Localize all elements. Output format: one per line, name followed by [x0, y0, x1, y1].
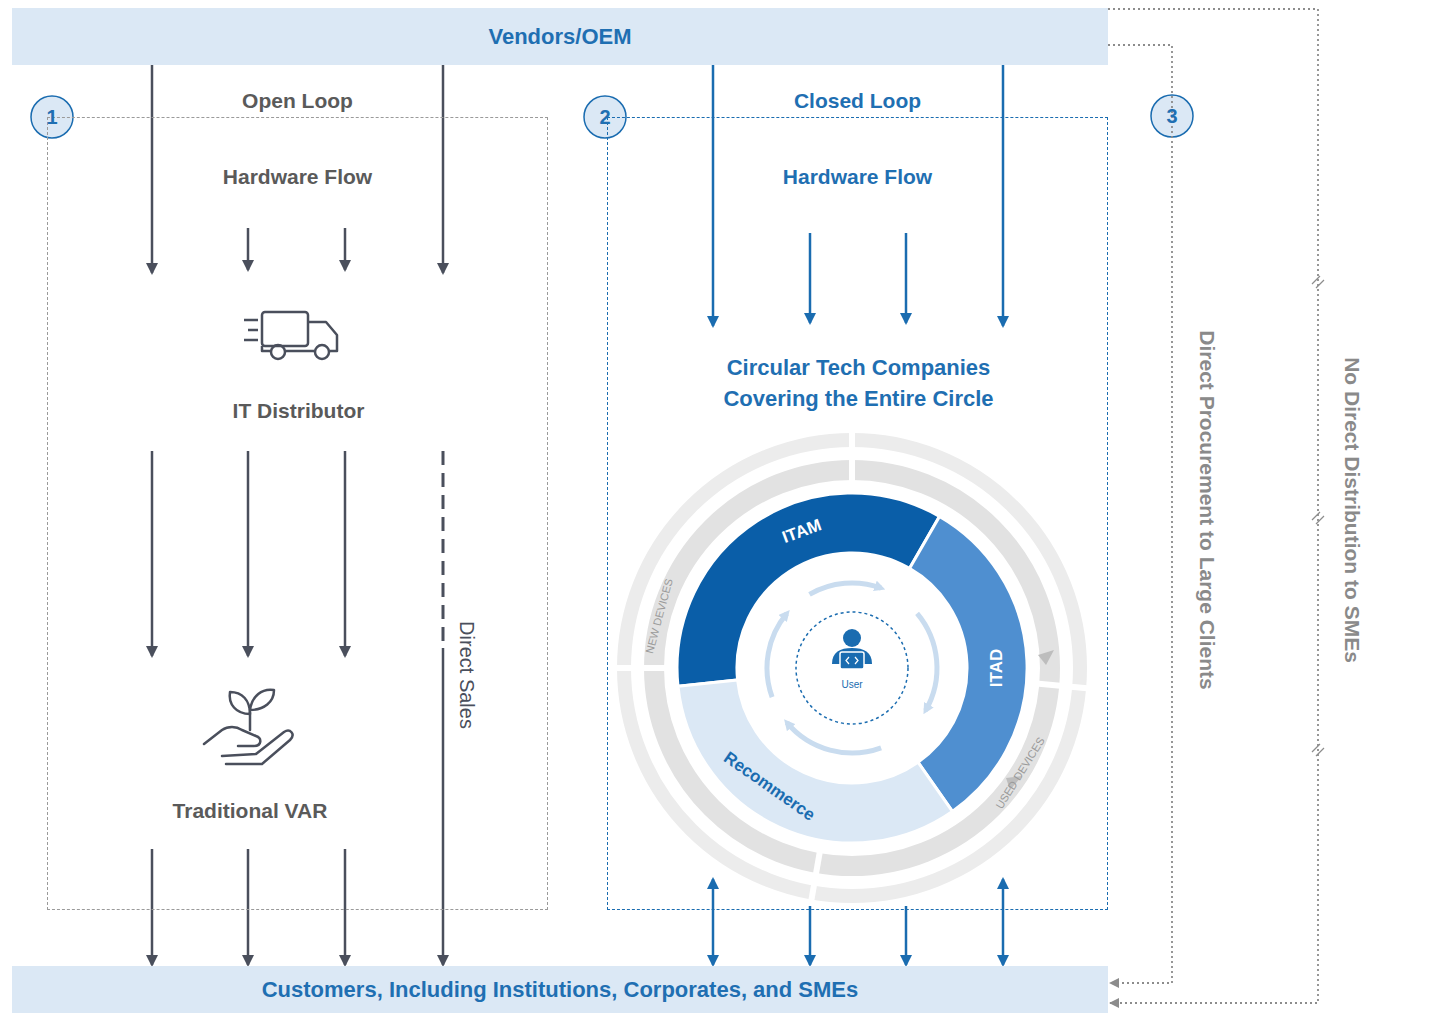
- connector-line: [1002, 879, 1005, 965]
- connector: [713, 65, 714, 326]
- var-node: Traditional VAR: [141, 661, 359, 826]
- connector: [152, 451, 153, 656]
- edge-label: Direct Procurement to Large Clients: [1195, 330, 1218, 689]
- connector: [906, 906, 907, 965]
- open-loop-region: Open LoopHardware FlowIT DistributorTrad…: [47, 117, 548, 910]
- connector: [810, 906, 811, 965]
- connector-line: [905, 906, 908, 965]
- connector-line: [442, 65, 445, 273]
- connector: [443, 65, 444, 273]
- truck-icon: [244, 312, 337, 359]
- connector-line: [151, 65, 154, 273]
- connector-line: [442, 451, 445, 648]
- connector: [345, 451, 346, 656]
- node-text: Vendors/OEM: [488, 21, 631, 53]
- callout-number: 2: [599, 106, 610, 128]
- connector-line: [1108, 9, 1318, 1003]
- connector: [345, 849, 346, 965]
- connector-line: [809, 906, 812, 965]
- connector-line: [442, 648, 445, 965]
- connector-line: [247, 451, 250, 656]
- circular-tech-node: Circular Tech Companies Covering the Ent…: [616, 353, 1101, 906]
- connector-line: [151, 849, 154, 965]
- callout-number: 3: [1166, 105, 1177, 127]
- connector-line: [712, 879, 715, 965]
- connector: [152, 849, 153, 965]
- callout-number: 1: [46, 106, 57, 128]
- connector-line: [1002, 65, 1005, 326]
- closed-loop-region: Closed LoopHardware FlowCircular Tech Co…: [607, 117, 1108, 910]
- connector: [248, 849, 249, 965]
- node-text: Hardware Flow: [223, 162, 372, 192]
- connector: [1108, 45, 1172, 983]
- node-text: Closed Loop: [788, 86, 927, 116]
- connector: [1003, 879, 1004, 965]
- flow-arrows: [248, 228, 906, 323]
- connector-line: [344, 849, 347, 965]
- circular-ring: [608, 420, 1095, 908]
- customer-band: Customers, Including Institutions, Corpo…: [12, 966, 1108, 1013]
- node-text: Circular Tech Companies Covering the Ent…: [694, 353, 1024, 415]
- connector: [1003, 65, 1004, 326]
- segment-label: ITAD: [988, 649, 1007, 687]
- edge-label: No Direct Distribution to SMEs: [1340, 357, 1363, 663]
- plant-hand-icon: [204, 690, 292, 764]
- node-text: Customers, Including Institutions, Corpo…: [262, 974, 859, 1006]
- connector-line: [712, 65, 715, 326]
- user-icon: [832, 629, 872, 669]
- distributor-node: IT Distributor: [141, 301, 456, 426]
- connector-line: [1108, 45, 1172, 983]
- node-text: Hardware Flow: [783, 162, 932, 192]
- connector: [248, 451, 249, 656]
- connector-line: [247, 849, 250, 965]
- connector: [443, 451, 444, 965]
- user-label: User: [841, 679, 862, 690]
- node-text: IT Distributor: [233, 396, 365, 426]
- connector: [152, 65, 153, 273]
- connector-line: [344, 451, 347, 656]
- node-text: Open Loop: [236, 86, 359, 116]
- connector: [713, 879, 714, 965]
- node-text: Traditional VAR: [173, 796, 328, 826]
- vendor-band: Vendors/OEM: [12, 8, 1108, 65]
- connector-line: [151, 451, 154, 656]
- direct-sales-label: Direct Sales: [456, 621, 478, 729]
- connector: [1108, 9, 1318, 1003]
